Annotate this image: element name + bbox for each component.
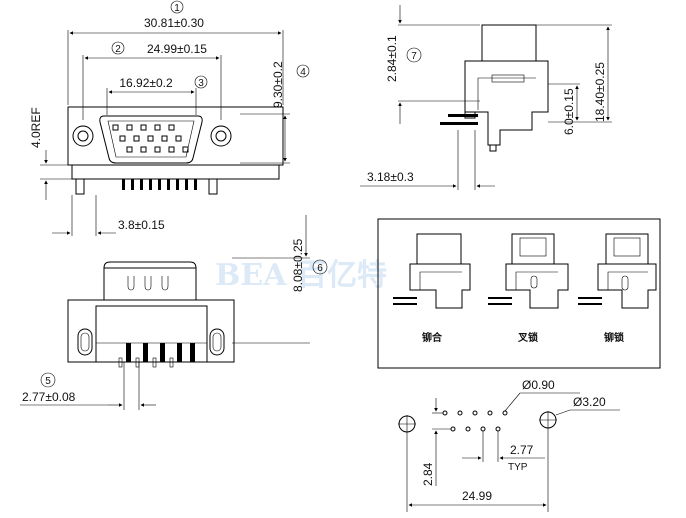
- variant-label: 叉锁: [517, 331, 538, 344]
- variant-fork-lock: 叉锁: [488, 233, 569, 344]
- front-pin-holes: [112, 124, 189, 153]
- watermark: BEA 百亿特: [215, 258, 387, 293]
- callout-3: [194, 75, 208, 89]
- callout-5: [40, 372, 56, 388]
- side-view: 7 2.84±0.1 18.40±0.25 6.0±0.15 3.18±0.3: [360, 5, 612, 190]
- lower-height-dim: 6.0±0.15: [562, 88, 576, 135]
- variant-label: 铆锁: [604, 331, 624, 344]
- svg-text:3: 3: [198, 78, 204, 89]
- callout-1: [170, 0, 184, 14]
- svg-text:6: 6: [317, 263, 323, 274]
- row-spacing-dim: 2.84: [421, 462, 435, 486]
- callout-6: [312, 259, 328, 275]
- variant-rivet: 铆合: [393, 233, 471, 344]
- callout-2: [111, 41, 125, 55]
- pin-offset-dim: 3.8±0.15: [118, 218, 165, 232]
- depth-dim: 3.18±0.3: [367, 170, 414, 184]
- hole-spacing-dim: 24.99±0.15: [147, 42, 207, 56]
- callout-7: [406, 47, 422, 63]
- total-height-dim: 18.40±0.25: [593, 62, 607, 122]
- svg-text:1: 1: [174, 3, 180, 14]
- variants-panel: 铆合 叉锁 铆锁: [377, 218, 661, 369]
- overall-width-dim: 30.81±0.30: [144, 16, 204, 30]
- svg-text:5: 5: [45, 376, 51, 387]
- rear-height-dim: 8.08±0.25: [291, 238, 305, 292]
- top-height-dim: 2.84±0.1: [385, 35, 399, 82]
- mount-diameter-dim: Ø3.20: [573, 395, 606, 409]
- rear-pins: [118, 343, 195, 368]
- pcb-footprint: Ø0.90 Ø3.20 2.77 TYP 2.84 24.99: [398, 378, 620, 512]
- pitch-note: TYP: [508, 462, 528, 473]
- footprint-pins: [442, 410, 508, 432]
- variant-label: 铆合: [422, 331, 443, 344]
- callout-4: [296, 64, 310, 78]
- pitch-dim: 2.77: [510, 443, 534, 457]
- svg-text:2: 2: [115, 44, 121, 55]
- footprint-width-dim: 24.99: [462, 489, 492, 503]
- pin-diameter-dim: Ø0.90: [522, 378, 555, 392]
- ref-height-dim: 4.0REF: [29, 107, 43, 148]
- height-dim: 9.30±0.2: [271, 61, 285, 108]
- svg-text:4: 4: [300, 67, 306, 78]
- front-view: 1 30.81±0.30 2 24.99±0.15 16.92±0.2 3 9.…: [29, 0, 310, 236]
- variant-rivet-lock: 铆锁: [578, 233, 657, 344]
- rear-view: 6 8.08±0.25: [20, 215, 328, 410]
- pin-pitch-dim: 2.77±0.08: [22, 390, 76, 404]
- svg-text:7: 7: [411, 51, 417, 62]
- shell-width-dim: 16.92±0.2: [119, 76, 173, 90]
